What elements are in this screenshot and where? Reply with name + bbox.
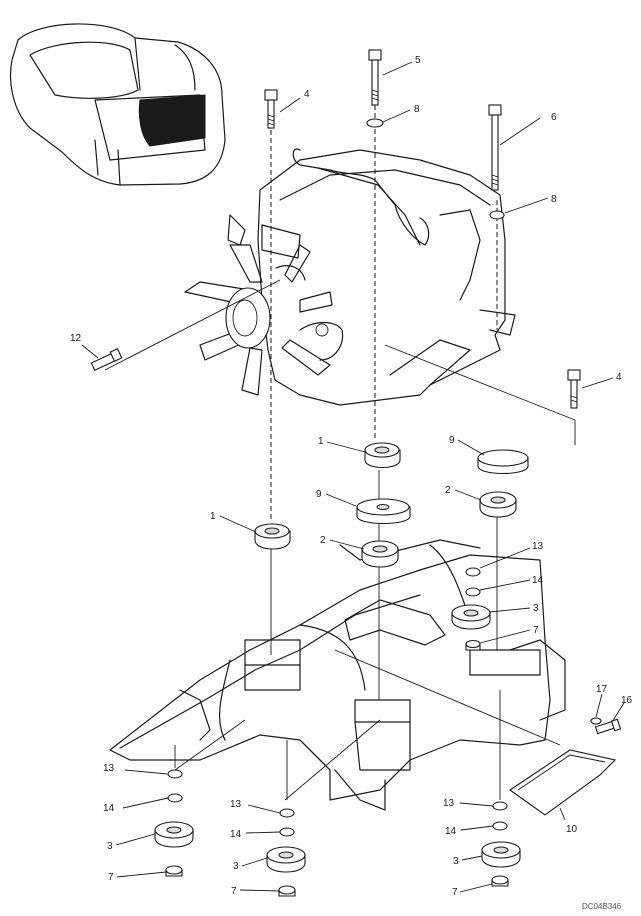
hardware-stack-right-upper	[451, 567, 491, 651]
rubber-mount-1-upper	[364, 442, 401, 469]
washer-8-center	[366, 118, 384, 128]
callout-22: 3	[107, 841, 113, 852]
callout-29: 14	[445, 826, 457, 837]
callout-19: 16	[621, 695, 633, 706]
spacer-9-right	[477, 449, 529, 474]
callout-6: 12	[70, 333, 82, 344]
hardware-stack-bottom-center	[266, 808, 306, 897]
callout-27: 7	[231, 886, 237, 897]
engine-location-highlight	[138, 94, 206, 147]
callout-14: 13	[532, 541, 544, 552]
callout-2: 5	[415, 55, 421, 66]
assembly-centerlines	[104, 105, 576, 801]
callout-leaders	[81, 61, 625, 893]
callout-5: 8	[551, 194, 557, 205]
callout-4: 6	[551, 112, 557, 123]
callout-31: 7	[452, 887, 458, 898]
callout-9: 9	[449, 435, 455, 446]
bolt-5	[368, 49, 382, 106]
screw-16	[594, 718, 622, 735]
callout-26: 3	[233, 861, 239, 872]
machine-frame	[109, 539, 566, 811]
callout-20: 13	[103, 763, 115, 774]
callout-30: 3	[453, 856, 459, 867]
bolts	[90, 49, 622, 735]
bolt-6	[488, 104, 502, 191]
callout-1: 4	[304, 89, 310, 100]
callout-28: 13	[443, 798, 455, 809]
rubber-mount-2-right	[479, 491, 517, 518]
rubber-mount-2-center	[361, 540, 399, 568]
hardware-stack-bottom-left	[154, 769, 194, 877]
callout-32: 10	[566, 824, 578, 835]
callout-24: 13	[230, 799, 242, 810]
callout-17: 7	[533, 625, 539, 636]
callout-8: 1	[318, 436, 324, 447]
washer-17	[590, 717, 602, 725]
callout-7: 4	[616, 372, 622, 383]
hardware-stack-bottom-right	[481, 801, 521, 887]
figure-code: DC04B346	[582, 902, 622, 911]
rubber-mount-1-left	[254, 523, 291, 550]
cooling-fan	[184, 244, 333, 396]
callout-21: 14	[103, 803, 115, 814]
callout-23: 7	[108, 872, 114, 883]
callout-13: 2	[320, 535, 326, 546]
callout-25: 14	[230, 829, 242, 840]
callout-11: 2	[445, 485, 451, 496]
callout-12: 1	[210, 511, 216, 522]
cover-plate	[509, 749, 617, 816]
callout-labels: 4 5 8 6 8 12 4 1 9 9 2 1 2 13 14 3 7 17 …	[70, 55, 633, 898]
callout-18: 17	[596, 684, 608, 695]
callout-16: 3	[533, 603, 539, 614]
callout-15: 14	[532, 575, 544, 586]
bolt-4-right	[567, 369, 581, 409]
callout-3: 8	[414, 104, 420, 115]
spacer-9-center	[356, 498, 411, 524]
sender-12	[90, 348, 123, 372]
callout-10: 9	[316, 489, 322, 500]
machine-locator-inset	[9, 23, 226, 186]
bolt-4-left	[264, 89, 278, 129]
washer-8-right	[489, 210, 505, 220]
